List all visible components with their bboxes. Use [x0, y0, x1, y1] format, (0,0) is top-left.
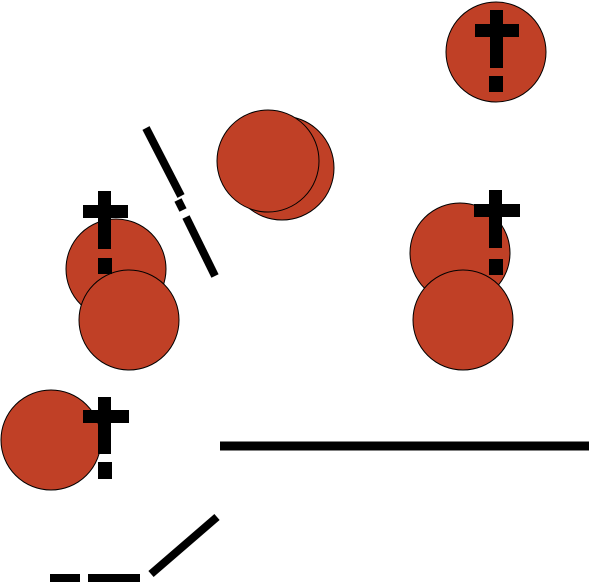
ball	[216, 109, 320, 213]
diagonal-wall-segment	[182, 215, 219, 278]
balls	[0, 1, 547, 491]
cross-exclamation-icon	[83, 191, 128, 274]
cross-exclamation-icon	[475, 10, 519, 92]
ball	[412, 269, 514, 371]
ball	[78, 269, 180, 371]
diagonal-wall-segment	[174, 198, 187, 212]
diagonal-wall-segment	[142, 126, 185, 198]
walls	[50, 126, 589, 582]
cross-exclamation-icon	[474, 190, 520, 275]
ball	[0, 389, 102, 491]
cross-exclamation-icon	[83, 397, 129, 479]
ramp-wall	[148, 513, 220, 578]
markers	[83, 10, 520, 479]
